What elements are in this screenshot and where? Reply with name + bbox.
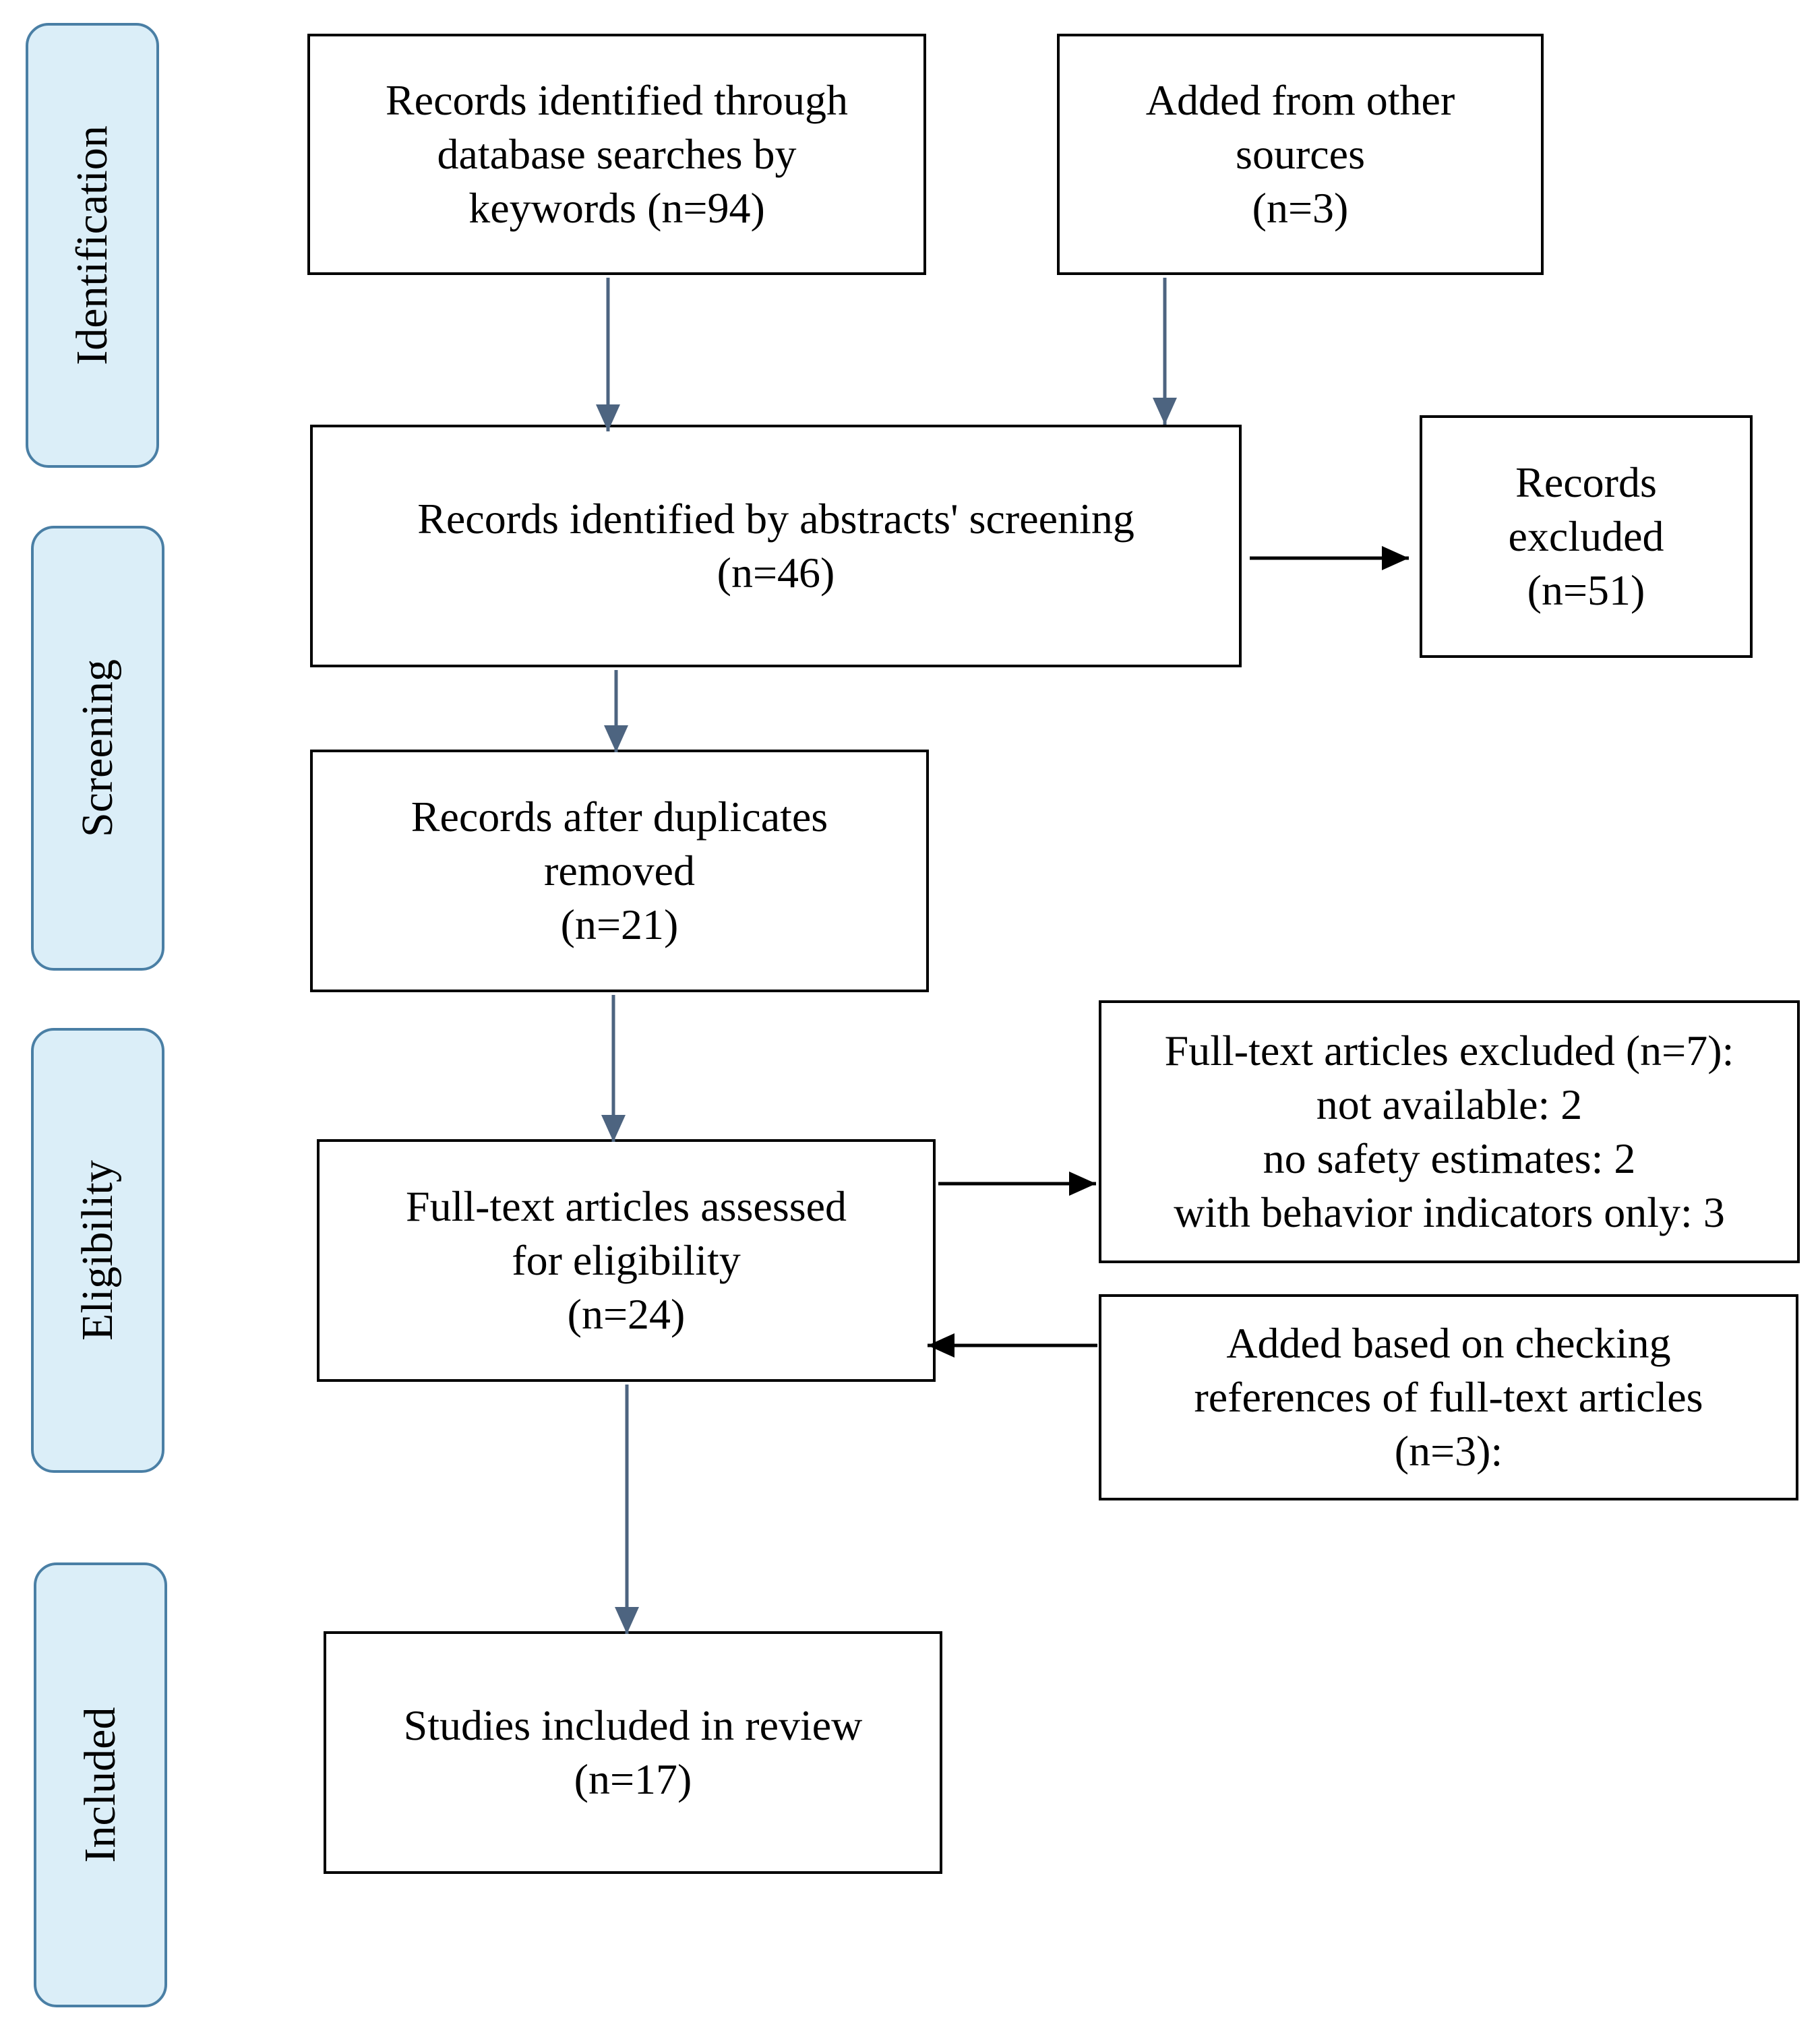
abstract-screening-box: Records identified by abstracts' screeni…	[310, 425, 1242, 667]
box-line: (n=3)	[1252, 184, 1349, 232]
box-line: Studies included in review	[403, 1701, 863, 1749]
box-line: (n=17)	[574, 1755, 692, 1803]
fulltext-excluded-box: Full-text articles excluded (n=7): not a…	[1099, 1000, 1800, 1263]
fulltext-assessed-box: Full-text articles assessed for eligibil…	[317, 1139, 936, 1382]
box-line: Added based on checking	[1226, 1319, 1671, 1367]
box-line: (n=24)	[567, 1290, 686, 1338]
box-line: (n=46)	[717, 549, 835, 597]
box-line: Full-text articles assessed	[405, 1182, 847, 1230]
box-line: Records identified by abstracts' screeni…	[417, 495, 1134, 543]
box-line: with behavior indicators only: 3	[1174, 1188, 1725, 1236]
phase-included: Included	[34, 1562, 167, 2007]
box-line: Added from other	[1145, 76, 1455, 124]
box-line: not available: 2	[1316, 1081, 1583, 1128]
box-line: database searches by	[437, 130, 797, 178]
box-line: references of full-text articles	[1194, 1373, 1703, 1421]
studies-included-box: Studies included in review (n=17)	[324, 1631, 942, 1874]
other-sources-box: Added from other sources (n=3)	[1057, 34, 1544, 275]
added-references-box: Added based on checking references of fu…	[1099, 1294, 1798, 1500]
box-line: (n=21)	[560, 901, 679, 948]
box-line: no safety estimates: 2	[1263, 1134, 1636, 1182]
box-line: for eligibility	[512, 1236, 741, 1284]
database-records-box: Records identified through database sear…	[307, 34, 926, 275]
phase-identification: Identification	[26, 23, 159, 468]
records-excluded-box: Records excluded (n=51)	[1420, 415, 1753, 658]
box-line: Records	[1515, 458, 1657, 506]
box-line: Full-text articles excluded (n=7):	[1164, 1027, 1734, 1074]
box-line: removed	[544, 847, 695, 894]
box-line: Records identified through	[385, 76, 849, 124]
box-line: (n=3):	[1394, 1427, 1503, 1475]
phase-eligibility: Eligibility	[31, 1028, 164, 1473]
phase-screening: Screening	[31, 526, 164, 971]
box-line: excluded	[1508, 512, 1664, 560]
box-line: (n=51)	[1527, 566, 1645, 614]
box-line: keywords (n=94)	[468, 184, 765, 232]
box-line: sources	[1236, 130, 1365, 178]
duplicates-removed-box: Records after duplicates removed (n=21)	[310, 750, 929, 992]
box-line: Records after duplicates	[411, 793, 828, 841]
